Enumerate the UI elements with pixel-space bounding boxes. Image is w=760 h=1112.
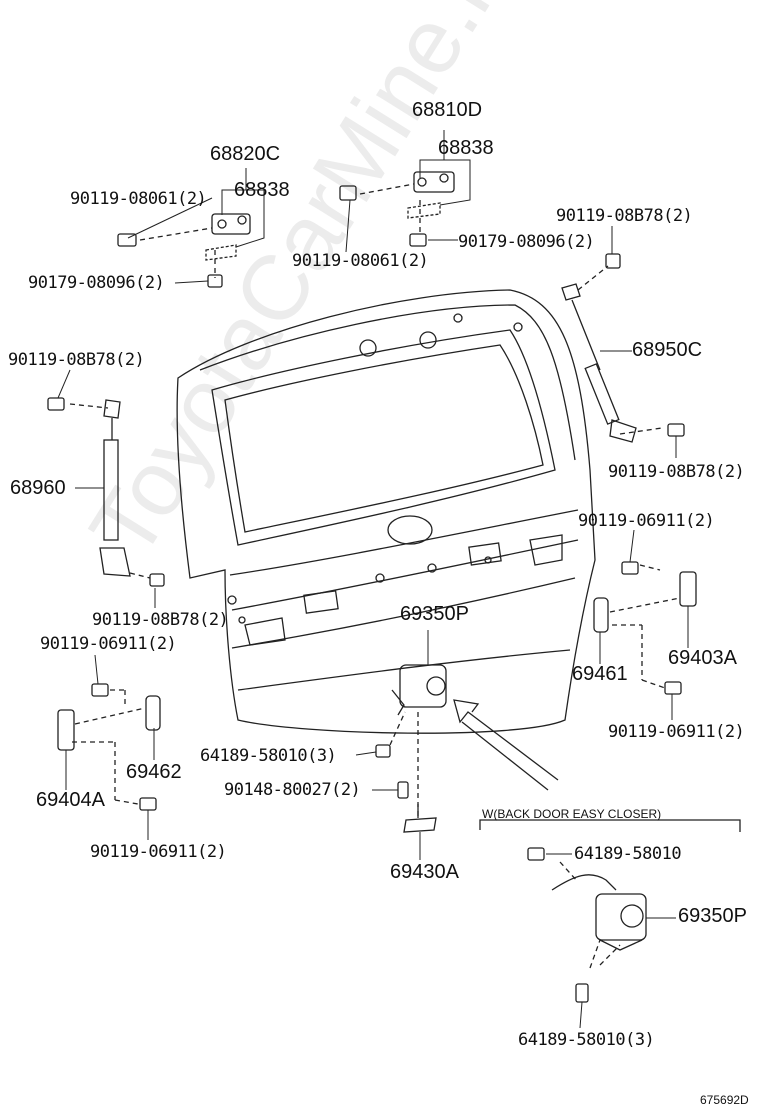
label-90119-08B78-mid-right: 90119-08B78(2) (608, 462, 745, 482)
label-90119-06911-top-right: 90119-06911(2) (578, 511, 715, 531)
back-door-panel (176, 289, 596, 734)
label-68950C: 68950C (632, 339, 703, 361)
lock-69350P (391, 664, 447, 716)
label-90119-06911-bottom-right: 90119-06911(2) (608, 722, 745, 742)
diagram-id: 675692D (700, 1093, 749, 1107)
label-90119-08B78-top-left: 90119-08B78(2) (8, 350, 145, 370)
bolt-icons (47, 185, 685, 1003)
label-68820C: 68820C (210, 143, 281, 165)
label-90148-80027: 90148-80027(2) (224, 780, 361, 800)
label-69404A: 69404A (36, 789, 105, 811)
hinge-68810D (407, 171, 455, 219)
label-68838-right: 68838 (438, 137, 494, 159)
label-90119-08B78-bottom-left: 90119-08B78(2) (92, 610, 229, 630)
label-69403A: 69403A (668, 647, 737, 669)
back-door-glass (211, 329, 556, 546)
hinge-68820C (205, 213, 251, 261)
label-68838-left: 68838 (234, 179, 290, 201)
label-90119-06911-bottom-left: 90119-06911(2) (90, 842, 227, 862)
striker-69430A (403, 804, 437, 833)
label-69430A: 69430A (390, 861, 459, 883)
option-caption: W(BACK DOOR EASY CLOSER) (482, 807, 662, 821)
label-90179-08096-right: 90179-08096(2) (458, 232, 595, 252)
label-90119-08061-left: 90119-08061(2) (70, 189, 207, 209)
label-64189-58010-3-lower: 64189-58010(3) (518, 1030, 655, 1050)
label-64189-58010: 64189-58010 (574, 844, 682, 864)
strut-68960 (99, 399, 131, 577)
label-69350P-easy-closer: 69350P (678, 905, 747, 927)
label-69462: 69462 (126, 761, 182, 783)
label-68960: 68960 (10, 477, 66, 499)
label-90179-08096-left: 90179-08096(2) (28, 273, 165, 293)
label-69461: 69461 (572, 663, 628, 685)
label-90119-06911-top-left: 90119-06911(2) (40, 634, 177, 654)
label-90119-08B78-top-right: 90119-08B78(2) (556, 206, 693, 226)
label-69350P: 69350P (400, 603, 469, 625)
switch-69403A (593, 571, 697, 633)
label-90119-08061-right: 90119-08061(2) (292, 251, 429, 271)
easy-closer-69350P (551, 874, 647, 951)
strut-68950C (561, 283, 637, 443)
label-68810D: 68810D (412, 99, 483, 121)
direction-arrow (453, 699, 559, 781)
label-64189-58010-3: 64189-58010(3) (200, 746, 337, 766)
